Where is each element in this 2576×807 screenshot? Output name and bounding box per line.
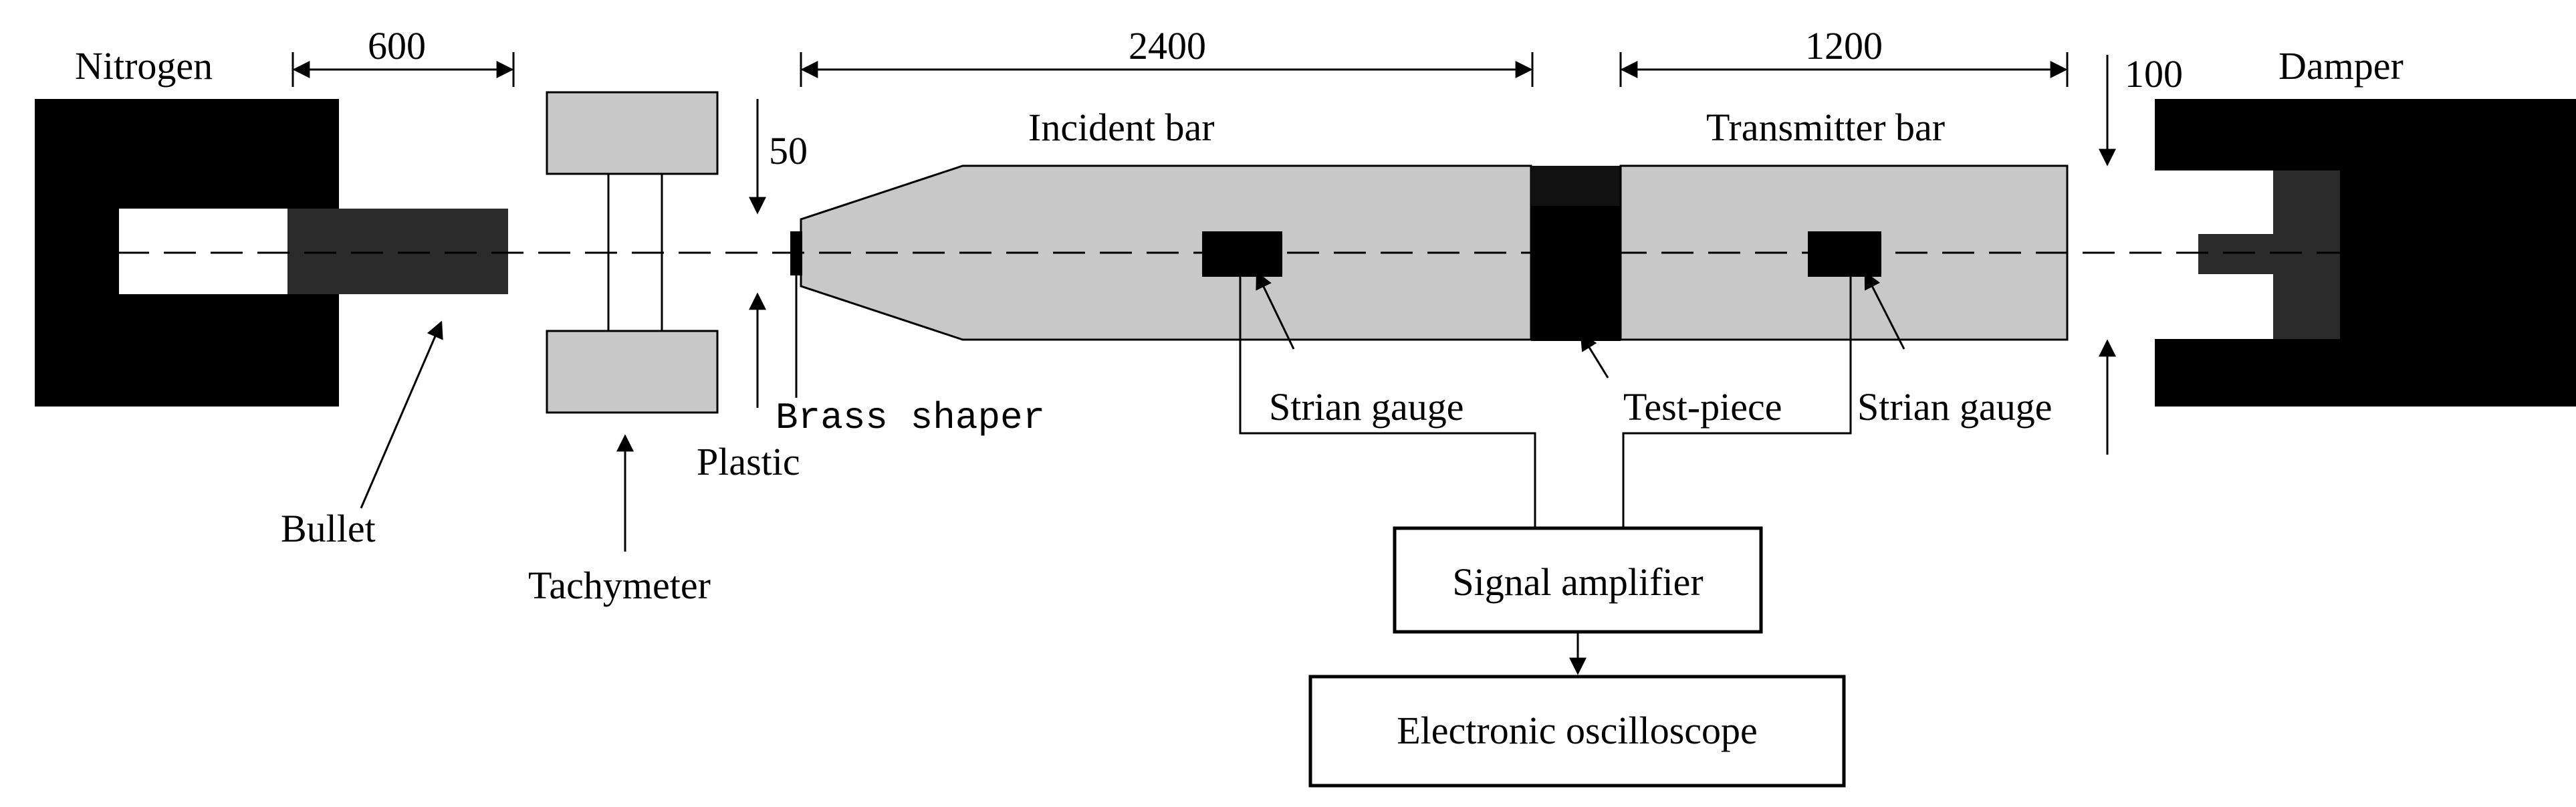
signal-amplifier-box bbox=[1393, 526, 1763, 634]
label-strain-gauge-right: Strian gauge bbox=[1857, 385, 2053, 429]
label-dim-1200: 1200 bbox=[1805, 24, 1883, 68]
label-dim-50: 50 bbox=[769, 129, 808, 172]
label-dim-2400: 2400 bbox=[1129, 24, 1206, 68]
label-incident-bar: Incident bar bbox=[1028, 106, 1215, 149]
bullet-pointer-arrow bbox=[360, 320, 443, 509]
label-electronic-oscilloscope: Electronic oscilloscope bbox=[1397, 709, 1758, 752]
damper bbox=[2155, 99, 2576, 407]
dimension-2400 bbox=[800, 52, 1534, 87]
strain-gauge-left-sensor bbox=[1202, 231, 1282, 277]
strain-gauge-left-pointer bbox=[1256, 271, 1295, 350]
label-nitrogen: Nitrogen bbox=[75, 44, 213, 88]
strain-gauge-right-sensor bbox=[1808, 231, 1881, 277]
label-transmitter-bar: Transmitter bar bbox=[1706, 106, 1945, 149]
dimension-1200 bbox=[1619, 52, 2069, 87]
label-plastic: Plastic bbox=[697, 440, 800, 483]
label-dim-600: 600 bbox=[368, 24, 426, 68]
bullet bbox=[287, 209, 508, 294]
electronic-oscilloscope-box bbox=[1308, 675, 1846, 788]
tachymeter-upper-block bbox=[546, 91, 719, 175]
strain-gauge-right-pointer bbox=[1864, 271, 1905, 350]
label-bullet: Bullet bbox=[281, 507, 376, 550]
dimension-600 bbox=[291, 52, 515, 87]
tachymeter bbox=[546, 91, 719, 414]
label-damper: Damper bbox=[2278, 44, 2404, 88]
damper-rod bbox=[2198, 234, 2278, 274]
damper-plunger bbox=[2273, 170, 2340, 339]
wire-right-gauge bbox=[1622, 277, 1852, 528]
label-signal-amplifier: Signal amplifier bbox=[1452, 560, 1703, 604]
test-piece-pointer bbox=[1580, 332, 1609, 378]
gas-gun-chamber bbox=[119, 209, 300, 294]
label-dim-100: 100 bbox=[2125, 52, 2183, 96]
label-test-piece: Test-piece bbox=[1623, 385, 1782, 429]
label-tachymeter: Tachymeter bbox=[528, 564, 711, 607]
tachymeter-lower-block bbox=[546, 330, 719, 414]
label-brass-shaper: Brass shaper bbox=[776, 396, 1045, 439]
test-piece-top-tab bbox=[1531, 166, 1621, 206]
label-strain-gauge-left: Strian gauge bbox=[1269, 385, 1464, 429]
wire-left-gauge bbox=[1239, 277, 1536, 528]
